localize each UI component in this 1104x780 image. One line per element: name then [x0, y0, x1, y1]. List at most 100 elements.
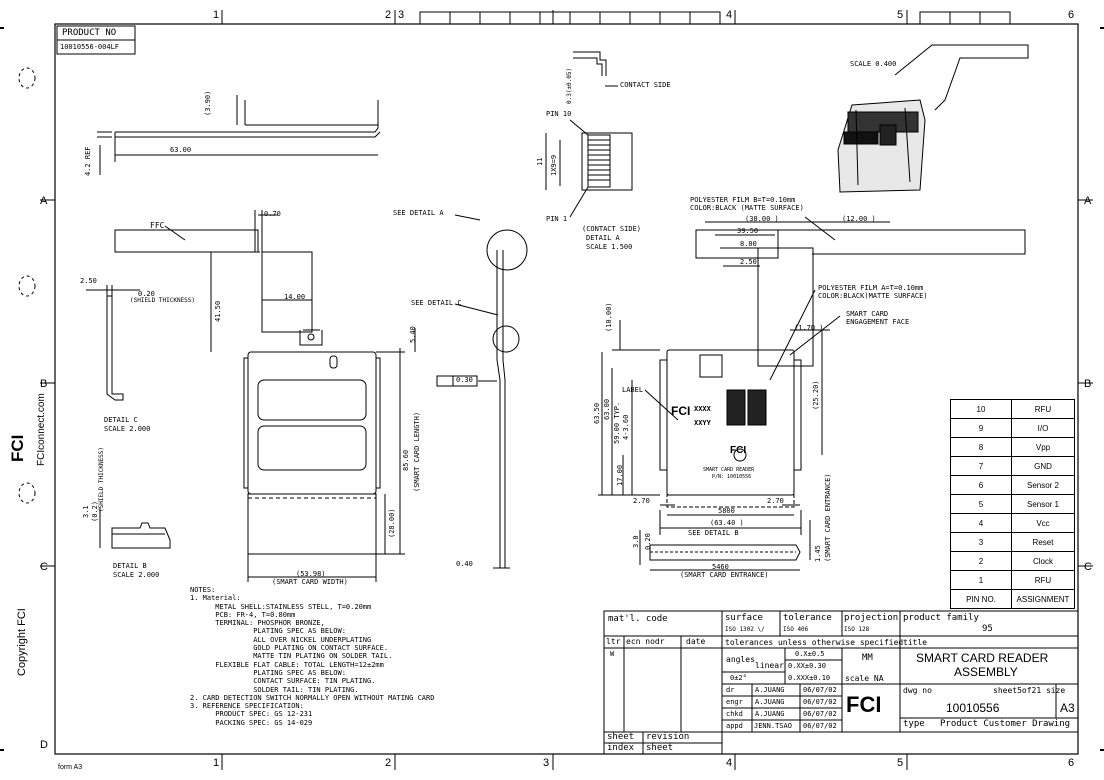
- front-view: [114, 210, 528, 582]
- pin-assignment: GND: [1011, 456, 1075, 476]
- label-xxxx: XXXX: [694, 405, 711, 413]
- pin-table-header-row: PIN NO. ASSIGNMENT: [950, 589, 1075, 609]
- zone-left-b: B: [40, 378, 48, 390]
- pin-number: 2: [950, 551, 1012, 571]
- dim-8: 8.00: [740, 240, 757, 248]
- smart-card-width: (SMART CARD WIDTH): [272, 578, 348, 586]
- pin-number: 1: [950, 570, 1012, 590]
- dim-5-40: 5.40: [409, 326, 417, 343]
- pin-assignment: Vcc: [1011, 513, 1075, 533]
- pin-assignment: Sensor 1: [1011, 494, 1075, 514]
- dim-63-5: 63.50: [593, 402, 601, 424]
- tol-xx03: 0.XX±0.30: [788, 662, 826, 670]
- dim-39-5: 39.50: [737, 227, 759, 235]
- zone-top-1: 1: [213, 9, 220, 21]
- zone-top-2: 2: [385, 9, 392, 21]
- da-title: DETAIL A: [586, 234, 620, 242]
- da-contact-side: CONTACT SIDE: [620, 81, 671, 89]
- dc-title: DETAIL C: [104, 416, 138, 424]
- product-no-label: PRODUCT NO: [62, 28, 117, 38]
- film1-line1: POLYESTER FILM B=T=0.10mm: [690, 196, 796, 204]
- pin-number: 5: [950, 494, 1012, 514]
- detail-b-view: [99, 508, 171, 549]
- tolerances-unless: tolerances unless otherwise specified: [725, 638, 904, 647]
- dim-28-00: (28.00): [388, 508, 396, 538]
- projection-value: ISO 128: [844, 626, 870, 633]
- pin-assignment: Sensor 2: [1011, 475, 1075, 495]
- title-label: title: [903, 638, 928, 647]
- notes-block: NOTES:1. Material: METAL SHELL:STAINLESS…: [190, 586, 434, 727]
- dim-85-60: 85.60: [402, 449, 410, 471]
- entrance-label: (SMART CARD ENTRANCE): [680, 571, 769, 579]
- card-logo: FCI: [730, 445, 747, 456]
- dim-3-90: (3.90): [204, 90, 212, 116]
- tol-xxx01: 0.XXX±0.10: [788, 674, 831, 682]
- title-block-lines: [603, 610, 1079, 755]
- zone-top-5: 5: [897, 9, 904, 21]
- smart-card-length: (SMART CARD LENGTH): [413, 411, 421, 492]
- note-line: FLEXIBLE FLAT CABLE: TOTAL LENGTH=12±2mm: [190, 660, 384, 669]
- label-logo: FCI: [671, 404, 691, 418]
- pin-number: 10: [950, 399, 1012, 419]
- pin-assignment: Clock: [1011, 551, 1075, 571]
- pin-assignment: RFU: [1011, 570, 1075, 590]
- fci-title-logo: FCI: [846, 692, 882, 717]
- dim-4-36: 4-3.60: [622, 414, 630, 440]
- engr-label: engr: [726, 698, 743, 706]
- sheet-frame: [0, 10, 1104, 770]
- pin-number: 6: [950, 475, 1012, 495]
- engr-name: A.JUANG: [755, 698, 785, 706]
- pin-number: 3: [950, 532, 1012, 552]
- engr-date: 06/07/02: [803, 698, 837, 706]
- copyright: Copyright FCI: [16, 608, 28, 676]
- dc-scale: SCALE 2.000: [104, 425, 151, 433]
- angles-label: angles: [726, 655, 755, 664]
- dim-2-7b: 2.70: [767, 497, 784, 505]
- dc-0-20: 0.20: [138, 290, 155, 298]
- note-line: SOLDER TAIL: TIN PLATING.: [190, 685, 359, 694]
- note-line: ALL OVER NICKEL UNDERPLATING: [190, 635, 372, 644]
- pin-assignment: Vpp: [1011, 437, 1075, 457]
- zone-bottom-4: 4: [726, 757, 733, 769]
- note-line: PLATING SPEC AS BELOW:: [190, 668, 346, 677]
- tolerance-value: ISO 406: [783, 626, 809, 633]
- pin-assignment: RFU: [1011, 399, 1075, 419]
- dim-0-70: 0.70: [264, 210, 281, 218]
- main-view: [598, 216, 1026, 571]
- dim-38: (38.00 ): [745, 215, 779, 223]
- da-scale: SCALE 1.500: [586, 243, 633, 251]
- revision-label: revision: [646, 732, 690, 742]
- tolerance-label: tolerance: [783, 613, 832, 623]
- isometric-view: [837, 44, 1029, 193]
- pin-no-header: PIN NO.: [950, 589, 1012, 609]
- dim-58: 5800: [718, 507, 735, 515]
- appd-date: 06/07/02: [803, 722, 837, 730]
- fci-url: FCIconnect.com: [36, 393, 47, 466]
- zone-bottom-1: 1: [213, 757, 220, 769]
- sheet2-label: sheet: [646, 743, 674, 753]
- dim-17: 17.00: [616, 464, 624, 486]
- note-line: PRODUCT SPEC: GS 12-231: [190, 710, 313, 719]
- db-shield: (SHIELD THICKNESS): [98, 446, 105, 512]
- chkd-name: A.JUANG: [755, 710, 785, 718]
- projection-label: projection: [844, 613, 899, 623]
- dim-63: 63.00: [603, 398, 611, 420]
- zone-left-c: C: [40, 561, 48, 573]
- film2-line2: COLOR:BLACK(MATTE SURFACE): [818, 292, 928, 300]
- dim-59: 59.00 TYP.: [613, 401, 621, 444]
- pin-assignment: I/O: [1011, 418, 1075, 438]
- dr-date: 06/07/02: [803, 686, 837, 694]
- dc-2-50: 2.50: [80, 277, 97, 285]
- zone-left-a: A: [40, 195, 48, 207]
- type-label: type: [903, 719, 925, 729]
- pin-assignment: Reset: [1011, 532, 1075, 552]
- chkd-label: chkd: [726, 710, 743, 718]
- dim-1-45: 1.45: [814, 545, 822, 562]
- db-title: DETAIL B: [113, 562, 147, 570]
- note-line: 3. REFERENCE SPECIFICATION:: [190, 702, 304, 711]
